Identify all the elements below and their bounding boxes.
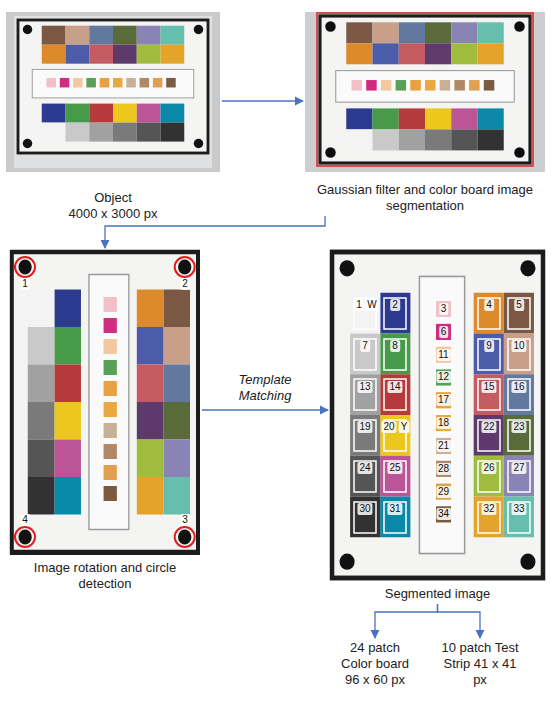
patch-number: 21 — [436, 440, 451, 452]
edge-label: Template Matching — [218, 372, 312, 404]
stage-box: Image rotation and circle detection — [10, 250, 200, 592]
patch-number: 3 — [439, 303, 449, 315]
stage-caption: 24 patch Color board 96 x 60 px — [335, 640, 415, 688]
stage-caption: Object — [6, 190, 220, 206]
stage-box: 24 patch Color board 96 x 60 px — [335, 640, 415, 688]
patch-number: 7 — [360, 340, 370, 352]
patch-number: 24 — [357, 462, 372, 474]
patch-number: 22 — [481, 421, 496, 433]
patch-number: 13 — [357, 381, 372, 393]
patch-number: 29 — [436, 486, 451, 498]
patch-number: 4 — [20, 514, 30, 526]
flow-arrow — [438, 604, 481, 638]
filtered-photo — [305, 12, 545, 172]
patch-number: 6 — [439, 326, 449, 338]
stage-caption: Segmented image — [330, 586, 545, 602]
patch-number: 33 — [511, 503, 526, 515]
patch-number: 32 — [481, 503, 496, 515]
segmented-board — [330, 250, 545, 580]
stage-box: Gaussian filter and color board image se… — [305, 12, 545, 214]
stage-box: Object4000 x 3000 px — [6, 12, 220, 222]
patch-number: 2 — [390, 299, 400, 311]
detected-circles — [15, 257, 195, 547]
patch-number: 28 — [436, 463, 451, 475]
patch-number: 1 — [354, 299, 364, 311]
patch-number: 12 — [436, 371, 451, 383]
stage-box: 10 patch Test Strip 41 x 41 px — [440, 640, 520, 688]
object-photo — [6, 12, 220, 172]
patch-number: 20 — [381, 421, 396, 433]
patch-number: 2 — [180, 278, 190, 290]
patch-number: 8 — [390, 340, 400, 352]
patch-number: 15 — [481, 381, 496, 393]
patch-number: 25 — [387, 462, 402, 474]
patch-number: 18 — [436, 417, 451, 429]
patch-number: 14 — [387, 381, 402, 393]
patch-number: 1 — [20, 278, 30, 290]
patch-number: 16 — [511, 381, 526, 393]
patch-number: 3 — [180, 514, 190, 526]
patch-number: 9 — [484, 340, 494, 352]
patch-number: 5 — [514, 299, 524, 311]
flow-arrow — [222, 100, 303, 101]
patch-number: 31 — [387, 503, 402, 515]
patch-number: 4 — [484, 299, 494, 311]
patch-number: 10 — [511, 340, 526, 352]
patch-number: 23 — [511, 421, 526, 433]
patch-number: 26 — [481, 462, 496, 474]
rotated-board — [10, 250, 200, 555]
patch-number: 30 — [357, 503, 372, 515]
stage-caption: Image rotation and circle detection — [10, 560, 200, 592]
patch-number: 17 — [436, 394, 451, 406]
patch-number: 11 — [436, 349, 450, 361]
patch-number: 27 — [511, 462, 526, 474]
flow-arrow — [375, 604, 438, 638]
stage-caption: 4000 x 3000 px — [6, 206, 220, 222]
stage-caption: Gaussian filter and color board image se… — [305, 182, 545, 214]
patch-number: W — [365, 299, 378, 311]
patch-number: Y — [399, 421, 410, 433]
flow-arrow — [202, 409, 328, 410]
stage-caption: 10 patch Test Strip 41 x 41 px — [440, 640, 520, 688]
patch-number: 19 — [357, 421, 372, 433]
patch-number: 34 — [436, 508, 451, 520]
